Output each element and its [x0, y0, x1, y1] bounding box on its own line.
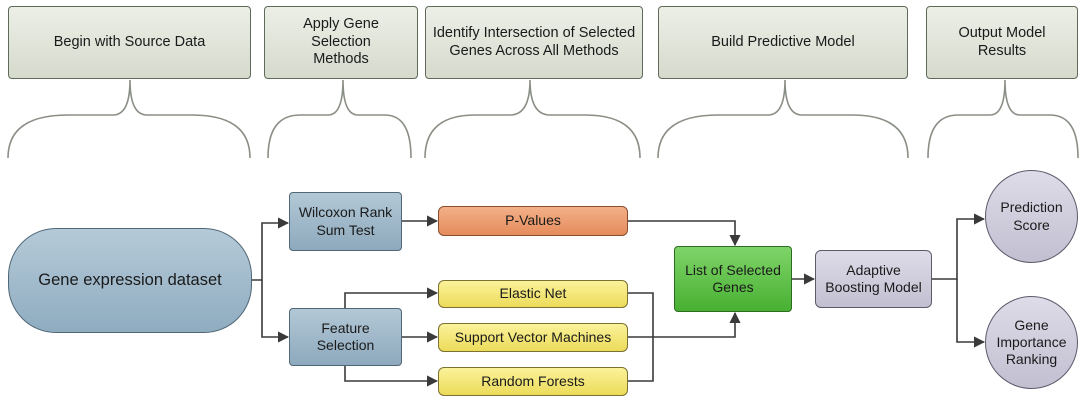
stage-source-box: Begin with Source Data	[8, 6, 251, 79]
adaptive-boosting-model-node: Adaptive Boosting Model	[815, 250, 932, 308]
selected-genes-label: List of Selected Genes	[685, 261, 781, 295]
brace-intersection	[424, 79, 641, 159]
stage-intersection-box: Identify Intersection of Selected Genes …	[425, 6, 643, 79]
edge-adaboost-ranking	[956, 279, 986, 348]
wilcoxon-test-node: Wilcoxon Rank Sum Test	[289, 192, 402, 251]
edge-adaboost-prediction	[932, 213, 986, 280]
prediction-score-label: Prediction Score	[1000, 199, 1063, 233]
edge-dataset-wilcoxon	[252, 217, 290, 281]
gene-ranking-label: Gene Importance Ranking	[996, 316, 1067, 368]
svm-label: Support Vector Machines	[454, 328, 612, 345]
edge-elastic-net-merge	[628, 292, 654, 337]
edge-pvalues-selected	[628, 220, 741, 247]
feature-selection-node: Feature Selection	[289, 308, 402, 366]
stage-selection-box: Apply Gene Selection Methods	[264, 6, 418, 79]
dataset-label: Gene expression dataset	[38, 271, 222, 290]
random-forests-node: Random Forests	[438, 367, 628, 396]
brace-source	[7, 79, 251, 159]
random-forests-label: Random Forests	[481, 372, 585, 389]
wilcoxon-label: Wilcoxon Rank Sum Test	[298, 204, 393, 238]
feature-selection-label: Feature Selection	[316, 319, 375, 353]
brace-model	[657, 79, 909, 159]
edge-dataset-feature-selection	[261, 280, 290, 343]
brace-selection	[267, 79, 412, 159]
selected-genes-node: List of Selected Genes	[674, 246, 792, 312]
gene-expression-dataset-node: Gene expression dataset	[8, 228, 252, 333]
stage-selection-label: Apply Gene Selection Methods	[303, 15, 379, 68]
elastic-net-node: Elastic Net	[438, 280, 628, 308]
support-vector-machines-node: Support Vector Machines	[438, 323, 628, 352]
prediction-score-node: Prediction Score	[985, 170, 1078, 263]
elastic-net-label: Elastic Net	[499, 285, 567, 302]
edge-svm-selected	[628, 311, 741, 338]
stage-output-label: Output Model Results	[958, 24, 1046, 59]
stage-output-box: Output Model Results	[926, 6, 1078, 79]
stage-model-label: Build Predictive Model	[711, 33, 855, 50]
gene-importance-ranking-node: Gene Importance Ranking	[985, 296, 1078, 389]
brace-output	[927, 79, 1079, 159]
stage-intersection-label: Identify Intersection of Selected Genes …	[432, 24, 636, 59]
adaboost-label: Adaptive Boosting Model	[825, 261, 922, 295]
stage-source-label: Begin with Source Data	[53, 33, 206, 50]
edge-fs-elastic-net	[344, 287, 439, 308]
edge-random-forests-merge	[628, 337, 654, 382]
stage-model-box: Build Predictive Model	[658, 6, 908, 79]
edge-fs-random-forests	[344, 366, 439, 387]
p-values-label: P-Values	[505, 212, 561, 229]
p-values-node: P-Values	[438, 206, 628, 236]
